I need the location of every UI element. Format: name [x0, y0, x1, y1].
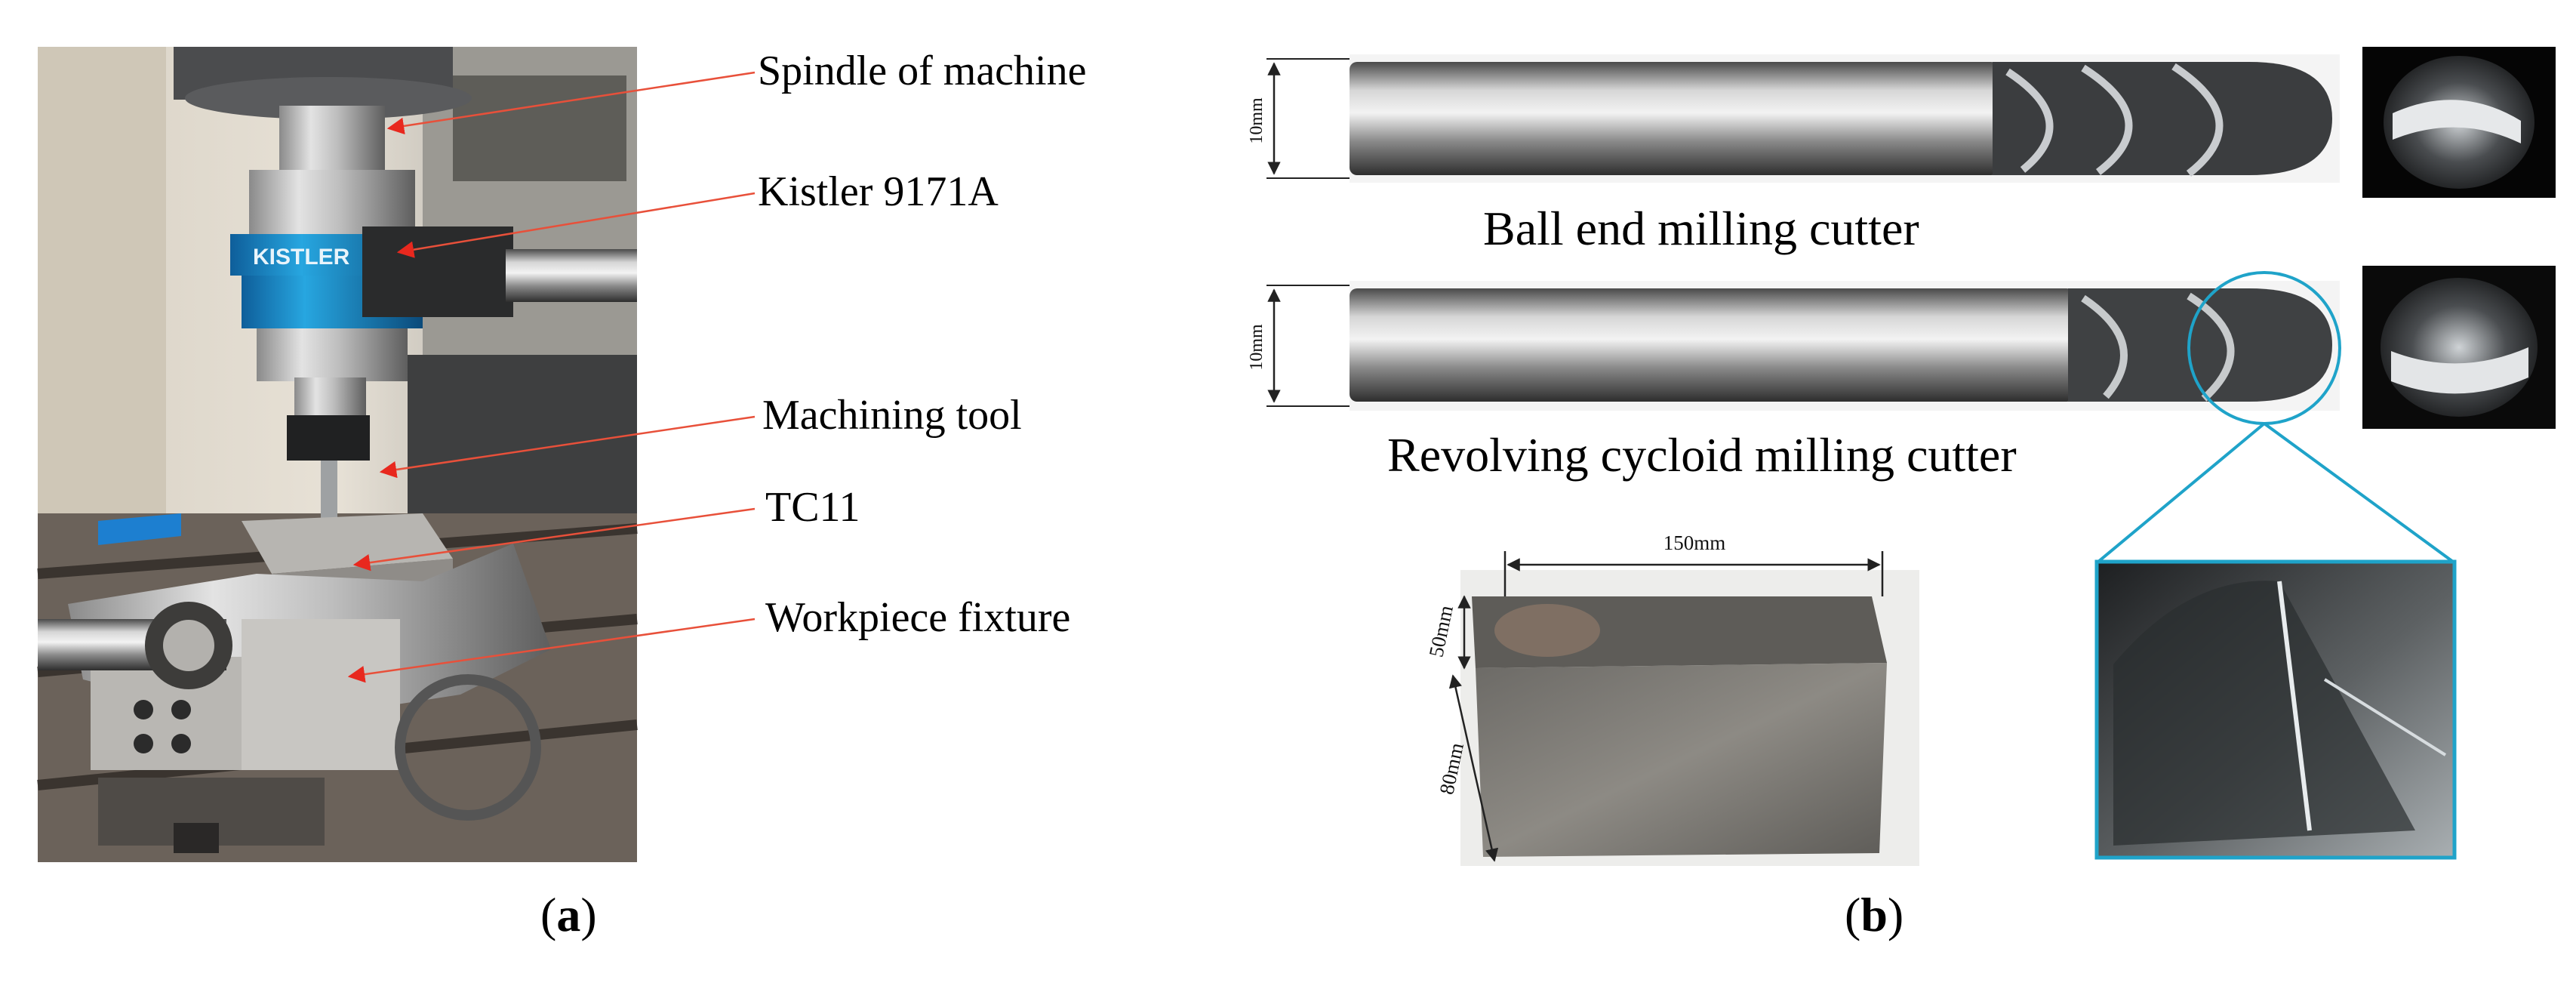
panel-b-caption: (b) [1845, 888, 1904, 941]
leader-tool [379, 415, 756, 479]
cycloid-tip-photo [2362, 266, 2556, 429]
label-fixture: Workpiece fixture [765, 594, 1070, 641]
cutter-edge-zoom-photo [2094, 559, 2457, 860]
machine-photo: KISTLER [37, 47, 638, 862]
panel-a-letter: a [556, 888, 581, 941]
leader-workpiece [352, 507, 756, 572]
label-cycloid-cutter: Revolving cycloid milling cutter [1387, 428, 2017, 482]
cycloid-cutter-photo [1350, 281, 2340, 411]
label-spindle: Spindle of machine [758, 48, 1086, 94]
cycloid-dimension: 10mm [1247, 285, 1350, 407]
ball-end-tip-photo [2362, 47, 2556, 198]
label-ball-end-cutter: Ball end milling cutter [1483, 202, 1919, 255]
panel-b-letter: b [1860, 888, 1888, 941]
ball-end-cutter-photo [1350, 54, 2340, 183]
kistler-logo-text: KISTLER [253, 245, 350, 270]
panel-a: KISTLER [37, 47, 1086, 862]
leader-fixture [347, 618, 756, 683]
block-height-label: 50mm [1424, 603, 1457, 659]
label-machining-tool: Machining tool [762, 392, 1022, 439]
ball-end-diameter-label: 10mm [1247, 97, 1266, 144]
label-workpiece: TC11 [765, 484, 860, 531]
panel-a-caption: (a) [540, 888, 597, 941]
zoom-callout [2097, 271, 2454, 563]
block-dimensions [1448, 551, 1884, 862]
component-labels: Spindle of machine Kistler 9171A Machini… [758, 48, 1086, 641]
leader-lines [347, 71, 756, 683]
leader-dynamometer [396, 192, 756, 258]
tc11-block-photo [1460, 570, 1919, 866]
cycloid-diameter-label: 10mm [1247, 324, 1266, 371]
label-dynamometer: Kistler 9171A [758, 168, 999, 215]
panel-b: 10mm Ball end milling cutter 10mm Revolv… [1247, 47, 2556, 866]
ball-end-dimension: 10mm [1247, 58, 1350, 179]
block-length-label: 150mm [1663, 531, 1726, 554]
leader-spindle [386, 71, 756, 135]
